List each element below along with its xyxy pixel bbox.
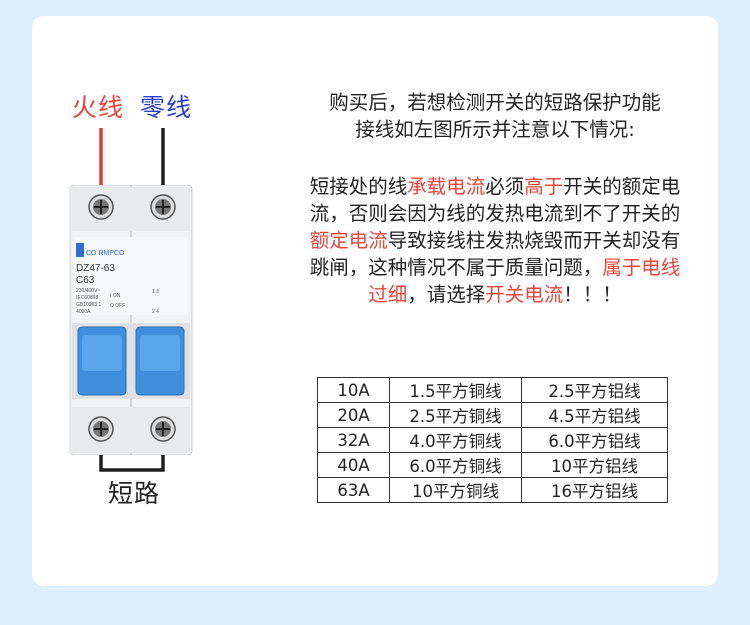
notice-highlight-1: 承载电流	[407, 175, 486, 198]
notice-text-2: 必须	[485, 175, 525, 198]
breaker-rating: C63	[76, 275, 95, 286]
notice-text-1: 短接处的线	[309, 175, 408, 198]
intro-text: 购买后，若想检测开关的短路保护功能 接线如左图所示并注意以下情况:	[290, 89, 700, 143]
neutral-wire-label: 零线	[140, 93, 193, 122]
short-circuit-label: 短路	[108, 479, 161, 508]
table-cell-copper: 10平方铜线	[389, 477, 522, 503]
notice-highlight-4: 属于电线过细	[368, 256, 681, 306]
breaker-spec-3: 4000A	[76, 309, 91, 315]
wire-spec-table: 10A 1.5平方铜线 2.5平方铝线 20A 2.5平方铜线 4.5平方铝线 …	[317, 377, 668, 503]
table-cell-current: 10A	[317, 377, 390, 403]
table-cell-current: 32A	[317, 427, 390, 453]
breaker-off-label: O OFF	[110, 303, 125, 309]
table-row: 40A 6.0平方铜线 10平方铝线	[317, 452, 668, 478]
table-cell-current: 20A	[317, 402, 390, 428]
notice-highlight-5: 开关电流	[485, 283, 564, 306]
notice-text-6: ！！！	[563, 283, 622, 306]
breaker-brand: CO RMPCO	[86, 250, 125, 257]
breaker-spec-2: GB10963.1	[76, 302, 102, 308]
notice-text-3: 开关的额定电流，否则会因为线的发热电流到不了开关的	[309, 175, 681, 225]
notice-text-4: 导致接线柱发热烧毁而开关却没有跳闸，这种情况不属于质量问题，	[309, 229, 681, 279]
circuit-breaker-image: CO RMPCO DZ47-63 C63 230/400V~ IEC60898 …	[69, 185, 193, 455]
table-cell-aluminum: 2.5平方铝线	[521, 377, 668, 403]
breaker-terminal-bottom: 2 4	[152, 309, 159, 315]
breaker-spec-1: IEC60898	[76, 295, 98, 301]
breaker-terminal-top: 1 3	[152, 289, 159, 295]
table-cell-aluminum: 10平方铝线	[521, 452, 668, 478]
breaker-on-label: I ON	[110, 293, 121, 299]
notice-highlight-3: 额定电流	[309, 229, 388, 252]
intro-line-1: 购买后，若想检测开关的短路保护功能	[329, 91, 661, 114]
breaker-spec-0: 230/400V~	[76, 288, 100, 294]
table-cell-aluminum: 6.0平方铝线	[521, 427, 668, 453]
table-cell-aluminum: 4.5平方铝线	[521, 402, 668, 428]
table-row: 63A 10平方铜线 16平方铝线	[317, 477, 668, 503]
notice-highlight-2: 高于	[524, 175, 564, 198]
table-row: 20A 2.5平方铜线 4.5平方铝线	[317, 402, 668, 428]
table-cell-copper: 6.0平方铜线	[389, 452, 522, 478]
table-cell-aluminum: 16平方铝线	[521, 477, 668, 503]
table-cell-current: 40A	[317, 452, 390, 478]
table-cell-copper: 2.5平方铜线	[389, 402, 522, 428]
intro-line-2: 接线如左图所示并注意以下情况:	[355, 118, 635, 141]
notice-paragraph: 短接处的线承载电流必须高于开关的额定电流，否则会因为线的发热电流到不了开关的额定…	[300, 173, 690, 308]
breaker-model: DZ47-63	[76, 263, 115, 274]
table-row: 10A 1.5平方铜线 2.5平方铝线	[317, 377, 668, 403]
table-cell-copper: 4.0平方铜线	[389, 427, 522, 453]
table-row: 32A 4.0平方铜线 6.0平方铝线	[317, 427, 668, 453]
table-cell-copper: 1.5平方铜线	[389, 377, 522, 403]
notice-text-5: ，请选择	[407, 283, 486, 306]
table-cell-current: 63A	[317, 477, 390, 503]
live-wire-label: 火线	[72, 93, 125, 122]
